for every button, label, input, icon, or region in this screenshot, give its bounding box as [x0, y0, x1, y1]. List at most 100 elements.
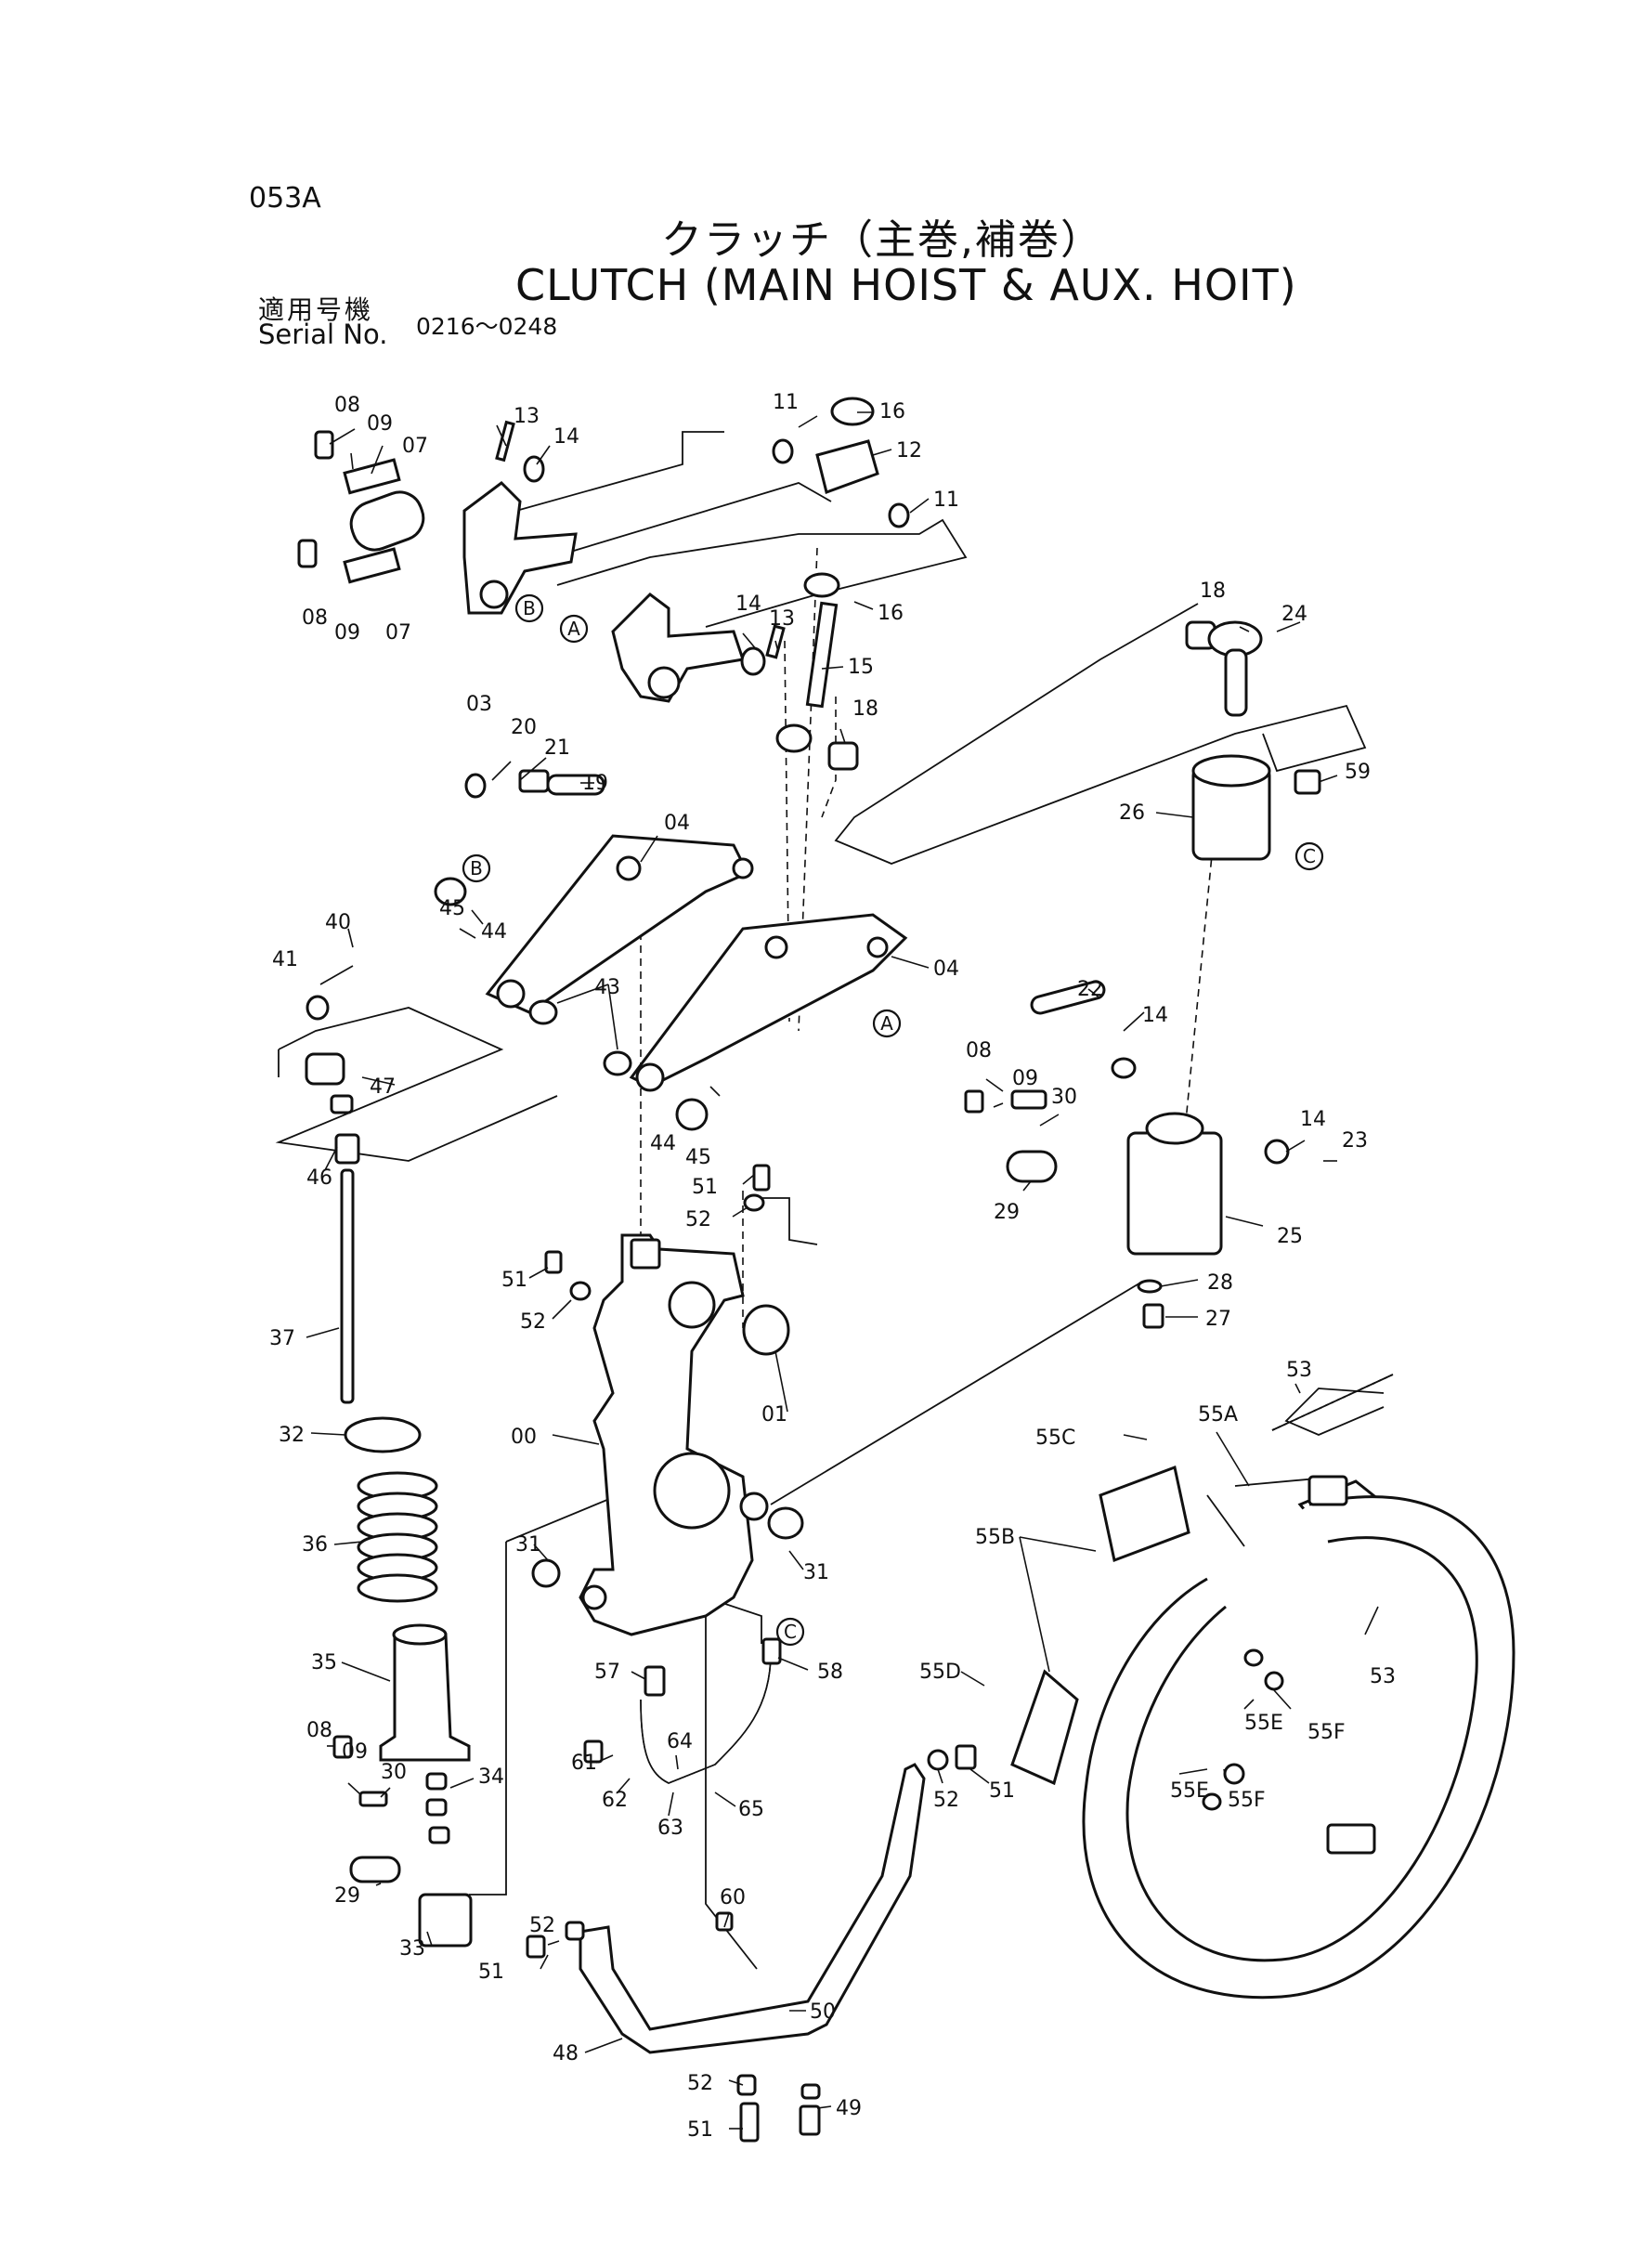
callout-18: 18	[852, 697, 878, 721]
title-english: CLUTCH (MAIN HOIST & AUX. HOIT)	[515, 260, 1297, 310]
svg-text:B: B	[523, 597, 536, 619]
callout-40: 40	[325, 911, 351, 934]
callout-51: 51	[478, 1961, 504, 1984]
ref-marker-c-lower: C	[775, 1617, 805, 1647]
svg-text:C: C	[1303, 845, 1316, 867]
compression-spring	[357, 1471, 438, 1603]
callout-16: 16	[878, 602, 904, 625]
callout-13: 13	[514, 405, 540, 428]
callout-59: 59	[1345, 761, 1371, 784]
callout-45: 45	[685, 1146, 711, 1169]
title-japanese: クラッチ（主巻,補巻）	[661, 216, 1103, 264]
callout-35: 35	[311, 1651, 337, 1674]
callout-29: 29	[994, 1201, 1020, 1224]
callout-48: 48	[553, 2042, 579, 2065]
callout-14: 14	[1300, 1108, 1326, 1131]
callout-28: 28	[1207, 1271, 1233, 1295]
callout-43: 43	[594, 976, 620, 999]
callout-08: 08	[302, 606, 328, 630]
callout-09: 09	[367, 412, 393, 436]
callout-15: 15	[848, 656, 874, 679]
callout-55c: 55C	[1035, 1427, 1075, 1450]
callout-33: 33	[399, 1937, 425, 1961]
callout-14: 14	[735, 593, 761, 616]
callout-25: 25	[1277, 1225, 1303, 1248]
callout-51: 51	[692, 1176, 718, 1199]
svg-text:A: A	[880, 1012, 893, 1035]
callout-32: 32	[279, 1424, 305, 1447]
callout-64: 64	[667, 1730, 693, 1753]
ref-marker-b-upper: B	[514, 593, 544, 623]
callout-52: 52	[933, 1789, 959, 1812]
callout-09: 09	[342, 1740, 368, 1764]
callout-21: 21	[544, 736, 570, 760]
ref-marker-a-lower: A	[872, 1009, 902, 1038]
callout-44: 44	[481, 920, 507, 944]
callout-07: 07	[385, 621, 411, 645]
callout-55f: 55F	[1307, 1721, 1346, 1744]
callout-60: 60	[720, 1886, 746, 1909]
tension-spring-upper	[1271, 1374, 1394, 1431]
callout-58: 58	[817, 1661, 843, 1684]
callout-46: 46	[306, 1166, 332, 1190]
callout-31: 31	[515, 1533, 541, 1557]
callout-30: 30	[381, 1761, 407, 1784]
callout-09: 09	[1012, 1067, 1038, 1090]
callout-23: 23	[1342, 1129, 1368, 1153]
callout-08: 08	[306, 1719, 332, 1742]
callout-08: 08	[334, 394, 360, 417]
part-shapes	[297, 397, 1515, 2143]
callout-36: 36	[302, 1533, 328, 1557]
callout-53: 53	[1286, 1359, 1312, 1382]
callout-27: 27	[1205, 1308, 1231, 1331]
callout-13: 13	[769, 607, 795, 631]
serial-range: 0216～0248	[416, 313, 558, 340]
callout-45: 45	[439, 897, 465, 920]
callout-61: 61	[571, 1752, 597, 1775]
callout-19: 19	[582, 772, 608, 795]
callout-57: 57	[594, 1661, 620, 1684]
ref-marker-b-lower: B	[462, 853, 491, 883]
callout-65: 65	[738, 1798, 764, 1821]
callout-12: 12	[896, 439, 922, 463]
ref-marker-a-upper: A	[559, 614, 589, 644]
callout-55b: 55B	[975, 1526, 1015, 1549]
callout-52: 52	[685, 1208, 711, 1231]
callout-63: 63	[657, 1817, 683, 1840]
callout-26: 26	[1119, 801, 1145, 825]
callout-18: 18	[1200, 580, 1226, 603]
callout-50: 50	[810, 2000, 836, 2024]
callout-14: 14	[553, 425, 579, 449]
callout-08: 08	[966, 1039, 992, 1062]
callout-01: 01	[761, 1403, 787, 1427]
callout-55e: 55E	[1170, 1779, 1209, 1803]
callout-14: 14	[1142, 1004, 1168, 1027]
callout-49: 49	[836, 2097, 862, 2120]
callout-41: 41	[272, 948, 298, 971]
callout-20: 20	[511, 716, 537, 739]
callout-34: 34	[478, 1765, 504, 1789]
part-callouts: 08 09 07 08 09 07 03 13 14 11 16 12 11 1…	[269, 391, 1396, 2142]
callout-07: 07	[402, 435, 428, 458]
callout-55a: 55A	[1198, 1403, 1238, 1427]
callout-37: 37	[269, 1327, 295, 1350]
callout-31: 31	[803, 1561, 829, 1584]
callout-29: 29	[334, 1884, 360, 1908]
callout-09: 09	[334, 621, 360, 645]
callout-11: 11	[933, 489, 959, 512]
callout-55d: 55D	[919, 1661, 961, 1684]
callout-55e: 55E	[1244, 1712, 1283, 1735]
callout-47: 47	[370, 1075, 396, 1099]
reference-markers: A B A B C C	[462, 593, 1324, 1647]
callout-03: 03	[466, 693, 492, 716]
svg-text:C: C	[784, 1621, 797, 1643]
callout-52: 52	[687, 2072, 713, 2095]
callout-51: 51	[989, 1779, 1015, 1803]
leader-lines	[306, 411, 1379, 2130]
callout-04: 04	[933, 958, 959, 981]
callout-11: 11	[773, 391, 799, 414]
callout-22: 22	[1077, 978, 1103, 1001]
callout-04: 04	[664, 812, 690, 835]
callout-62: 62	[602, 1789, 628, 1812]
callout-55f: 55F	[1228, 1789, 1266, 1812]
